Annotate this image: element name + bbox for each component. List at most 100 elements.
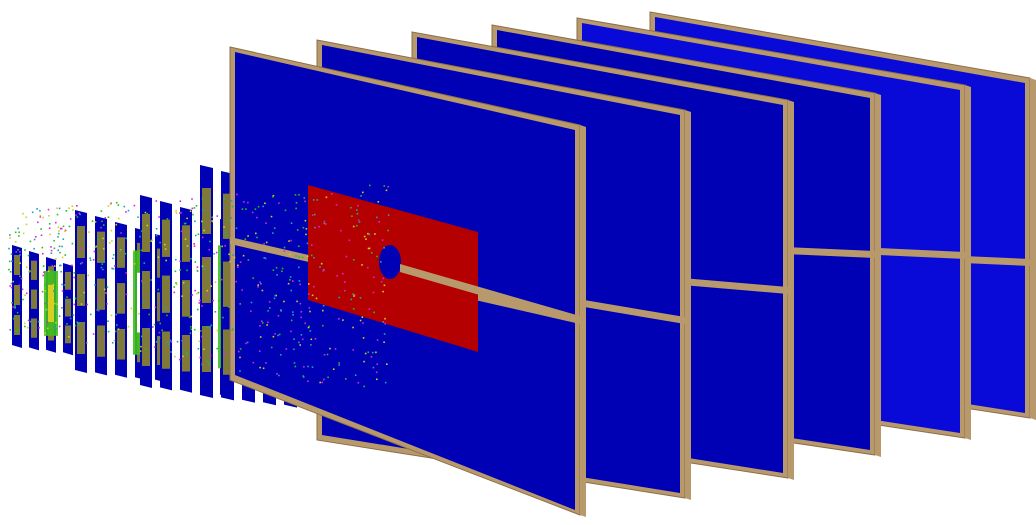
hit-point [213, 253, 215, 255]
hit-point [323, 269, 325, 271]
hit-point [262, 367, 265, 370]
hit-point [174, 270, 177, 273]
hit-point [308, 325, 310, 328]
hit-point [132, 250, 135, 252]
hit-point [265, 222, 267, 224]
hit-point [195, 234, 197, 237]
hit-point [374, 233, 376, 235]
hit-point [22, 212, 24, 215]
hit-point [375, 371, 378, 374]
hit-point [223, 197, 225, 200]
hit-point [182, 349, 185, 351]
hit-point [106, 286, 109, 288]
hit-point [175, 212, 178, 214]
hit-point [59, 264, 61, 267]
module-strip [142, 271, 150, 309]
hit-point [298, 266, 300, 269]
hit-point [312, 285, 315, 288]
hit-point [60, 227, 63, 230]
hit-point [180, 230, 183, 233]
hit-point [111, 267, 113, 270]
hit-point [53, 247, 56, 250]
hit-point [51, 271, 54, 273]
hit-point [57, 249, 59, 252]
hit-point [155, 234, 158, 237]
hit-point [100, 210, 103, 212]
hit-point [311, 294, 314, 297]
hit-point [247, 235, 249, 237]
hit-point [199, 299, 201, 302]
hit-point [58, 325, 61, 328]
module-strip [97, 278, 105, 310]
hit-point [360, 195, 362, 197]
hit-point [115, 223, 118, 226]
hit-point [201, 220, 203, 223]
hit-point [304, 219, 307, 222]
hit-point [281, 267, 284, 270]
hit-point [191, 294, 194, 296]
hit-point [40, 228, 42, 230]
hit-point [323, 354, 326, 356]
hit-point [315, 297, 318, 300]
hit-point [18, 235, 20, 237]
hit-point [206, 293, 209, 296]
hit-point [45, 308, 48, 311]
hit-point [221, 278, 223, 281]
hit-point [92, 259, 95, 261]
hit-point [278, 202, 280, 204]
hit-point [68, 336, 70, 338]
hit-point [83, 291, 85, 294]
hit-point [178, 358, 181, 361]
hit-point [292, 311, 294, 313]
hit-point [323, 222, 326, 225]
hit-point [384, 381, 387, 384]
hit-point [206, 289, 209, 292]
hit-point [350, 298, 353, 301]
hit-point [376, 216, 378, 219]
hit-point [39, 210, 41, 212]
hit-point [203, 268, 206, 271]
hit-point [307, 365, 309, 368]
hit-point [101, 220, 103, 223]
hit-point [143, 262, 146, 264]
hit-point [352, 225, 355, 228]
hit-point [166, 314, 168, 317]
hit-point [179, 212, 181, 214]
hit-point [158, 331, 161, 334]
hit-point [370, 356, 373, 358]
hit-point [340, 229, 342, 232]
hit-point [250, 301, 253, 304]
hit-point [298, 341, 300, 344]
hit-point [289, 276, 292, 278]
front-muon-plane [229, 46, 586, 517]
hit-point [49, 269, 51, 272]
hit-point [327, 376, 329, 379]
hit-point [110, 229, 113, 232]
hit-point [152, 326, 154, 328]
hit-point [382, 290, 384, 293]
hit-point [27, 319, 30, 322]
hit-point [153, 346, 156, 348]
hit-point [133, 263, 136, 265]
hit-point [270, 215, 273, 218]
hit-point [130, 307, 133, 310]
hit-point [272, 232, 274, 234]
module-strip [162, 275, 170, 313]
module-core [48, 284, 54, 322]
hit-point [46, 321, 49, 323]
hit-point [296, 229, 299, 231]
hit-point [361, 264, 363, 266]
plane-edge [875, 93, 881, 457]
hit-point [42, 274, 44, 277]
hit-point [383, 341, 385, 343]
hit-point [176, 340, 179, 343]
hit-point [34, 261, 36, 263]
hit-point [257, 284, 259, 286]
hit-point [47, 270, 50, 272]
hit-point [257, 286, 259, 288]
hit-point [55, 321, 57, 324]
hit-point [299, 344, 301, 346]
hit-point [154, 306, 157, 309]
hit-point [100, 266, 103, 269]
hit-point [300, 311, 303, 313]
